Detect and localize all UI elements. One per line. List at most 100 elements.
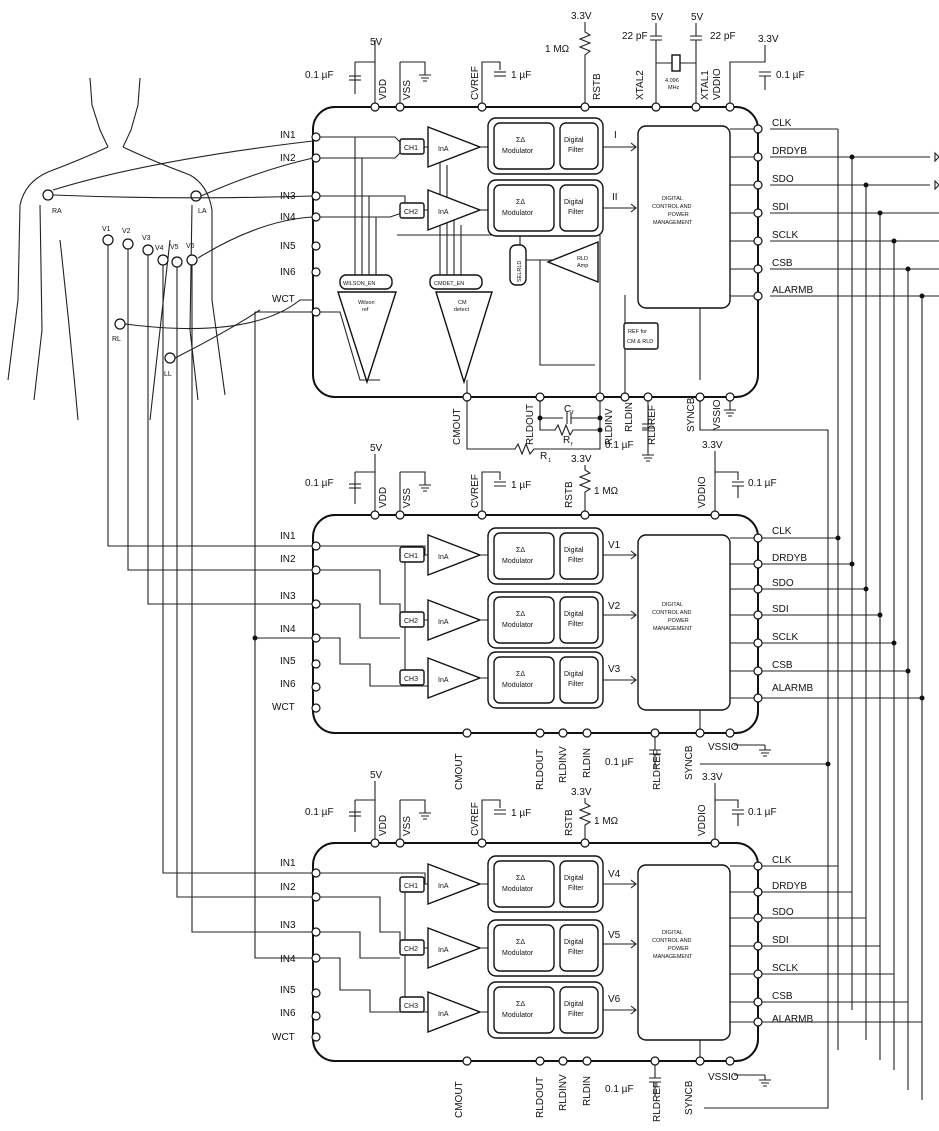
rldref-cap: 0.1 µF <box>605 440 634 451</box>
chip-1-pin-in5: IN5 <box>280 241 296 252</box>
chip-1-inamp-1: InA <box>438 146 449 153</box>
chip-3-digital-pins: CLK DRDYB SDO SDI SCLK CSB ALARMB <box>753 855 922 1027</box>
wilson-ref-amp-icon <box>337 291 397 385</box>
crystal-frequency: 4.096 <box>665 78 679 84</box>
rld-amp-label-1: RLD <box>577 256 588 262</box>
chip-3-pin-vss: VSS <box>402 816 413 836</box>
chip-1-pin-rldinv: RLDINV <box>604 408 615 445</box>
chip-1-dcpm-3: POWER <box>668 212 689 218</box>
chip-1-input-pins: IN1 IN2 IN3 IN4 IN5 IN6 WCT <box>272 130 321 317</box>
rf-label: R <box>563 435 570 446</box>
chip-1: 5V VDD VSS 0.1 µF CVREF 1 µF 3.3V 1 MΩ R… <box>272 11 813 464</box>
chip-3-filter-1b: Filter <box>568 885 584 892</box>
chip-2-pin-wct: WCT <box>272 702 295 713</box>
chip-1-pin-syncb: SYNCB <box>686 397 697 432</box>
electrode-label-v6: V6 <box>186 243 195 250</box>
electrode-label-v4: V4 <box>155 245 164 252</box>
chip-2-pin-vssio: VSSIO <box>708 742 739 753</box>
chip-1-pin-rldref: RLDREF <box>647 405 658 445</box>
chip-1-xtal1-rail: 5V <box>691 12 704 23</box>
chip-3-dcpm-4: MANAGEMENT <box>653 954 693 960</box>
chip-1-pin-vssio: VSSIO <box>712 399 723 430</box>
chip-1-pin-rldin: RLDIN <box>624 402 635 432</box>
chip-1-pin-rldout: RLDOUT <box>525 404 536 445</box>
rld-amp-label-2: Amp <box>577 263 588 269</box>
chip-3-pin-drdyb: DRDYB <box>772 881 807 892</box>
chip-1-supply: 5V VDD VSS 0.1 µF CVREF 1 µF 3.3V 1 MΩ R… <box>305 11 805 112</box>
chip-3-pin-in5: IN5 <box>280 985 296 996</box>
chip-2-pin-in4: IN4 <box>280 624 296 635</box>
chip-2-channels: CH1 InA ΣΔ Modulator Digital Filter V1 C… <box>399 527 637 709</box>
chip-2-pin-vddio: VDDIO <box>697 476 708 508</box>
chip-2-pin-rldref: RLDREF <box>652 750 663 790</box>
chip-2-mod-1: Modulator <box>502 558 534 565</box>
crystal-unit: MHz <box>668 85 680 91</box>
chip-2-dcpm-1: DIGITAL <box>662 602 683 608</box>
chip-1-pin-in4: IN4 <box>280 212 296 223</box>
wilson-ref-label-2: ref <box>362 307 369 313</box>
ref-label-1: REF for <box>628 329 647 335</box>
chip-3-output-3: V6 <box>608 994 621 1005</box>
chip-3-pin-rldout: RLDOUT <box>535 1077 546 1118</box>
chip-2-pin-sdi: SDI <box>772 604 789 615</box>
chip-2-inamp-2: InA <box>438 619 449 626</box>
chip-2-pin-in6: IN6 <box>280 679 296 690</box>
chip-1-output-2: II <box>612 192 618 203</box>
chip-1-vddio-rail: 3.3V <box>758 34 779 45</box>
chip-3-filter-1a: Digital <box>564 875 584 882</box>
electrode-label-la: LA <box>198 208 207 215</box>
chip-2-dcpm-2: CONTROL AND <box>652 610 692 616</box>
chip-3-pin-csb: CSB <box>772 991 793 1002</box>
electrode-v5 <box>171 256 183 268</box>
rld-mux-block <box>509 244 527 286</box>
chip-1-channel-2: CH2 InA ΣΔ Modulator Digital Filter II <box>399 179 637 237</box>
chip-1-pin-sdi: SDI <box>772 202 789 213</box>
chip-2-pin-vss: VSS <box>402 488 413 508</box>
chip-1-pin-xtal1: XTAL1 <box>700 70 711 100</box>
chip-3-ch1: CH1 <box>404 883 418 890</box>
chip-1-filter-1b: Filter <box>568 147 584 154</box>
chip-2-filter-2a: Digital <box>564 611 584 618</box>
chip-2-output-2: V2 <box>608 601 621 612</box>
chip-3-input-pins: IN1 IN2 IN3 IN4 IN5 IN6 WCT <box>272 858 321 1043</box>
chip-3-rstb-res: 1 MΩ <box>594 816 619 827</box>
electrode-label-rl: RL <box>112 336 121 343</box>
chip-3-cvref-cap: 1 µF <box>511 808 531 819</box>
chip-1-pin-vddio: VDDIO <box>712 68 723 100</box>
chip-1-pin-clk: CLK <box>772 118 792 129</box>
body-outline <box>7 77 226 421</box>
chip-1-pin-in3: IN3 <box>280 191 296 202</box>
r1-sub: 1 <box>548 458 551 464</box>
cm-detect-label-1: CM <box>458 300 467 306</box>
chip-3-pin-vdd: VDD <box>378 815 389 836</box>
chip-3-vdd-rail: 5V <box>370 770 383 781</box>
electrode-label-v2: V2 <box>122 228 131 235</box>
chip-2-vddio-rail: 3.3V <box>702 440 723 451</box>
electrode-wires <box>52 140 314 959</box>
chip-1-vdd-cap: 0.1 µF <box>305 70 334 81</box>
chip-2-pin-in2: IN2 <box>280 554 296 565</box>
chip-1-output-1: I <box>614 130 617 141</box>
chip-2-pin-in1: IN1 <box>280 531 296 542</box>
chip-3-mod-sym-1: ΣΔ <box>516 875 525 882</box>
electrode-la <box>190 190 202 202</box>
chip-1-pin-cmout: CMOUT <box>452 408 463 445</box>
chip-3-dcpm-3: POWER <box>668 946 689 952</box>
chip-2-output-3: V3 <box>608 664 621 675</box>
ref-block <box>623 322 659 350</box>
chip-3-mod-2: Modulator <box>502 950 534 957</box>
chip-1-channel-1: CH1 InA ΣΔ Modulator Digital Filter I <box>399 117 637 175</box>
chip-2-pin-cvref: CVREF <box>470 474 481 508</box>
chip-2-mod-sym-2: ΣΔ <box>516 611 525 618</box>
junction-dots <box>252 154 925 767</box>
chip-1-mod-sym-1: ΣΔ <box>516 137 525 144</box>
chip-1-common-mode: WILSON_EN Wilson ref CMDET_EN CM detect … <box>337 240 659 385</box>
chip-1-pin-xtal2: XTAL2 <box>635 70 646 100</box>
chip-1-pin-csb: CSB <box>772 258 793 269</box>
chip-3-inamp-2: InA <box>438 947 449 954</box>
chip-2-pin-rstb: RSTB <box>564 481 575 508</box>
chip-1-pin-alarmb: ALARMB <box>772 285 813 296</box>
chip-3: 5V 0.1 µF VDD VSS CVREF 1 µF 3.3V 1 MΩ R… <box>272 770 922 1122</box>
rld-amp-icon <box>546 240 599 284</box>
